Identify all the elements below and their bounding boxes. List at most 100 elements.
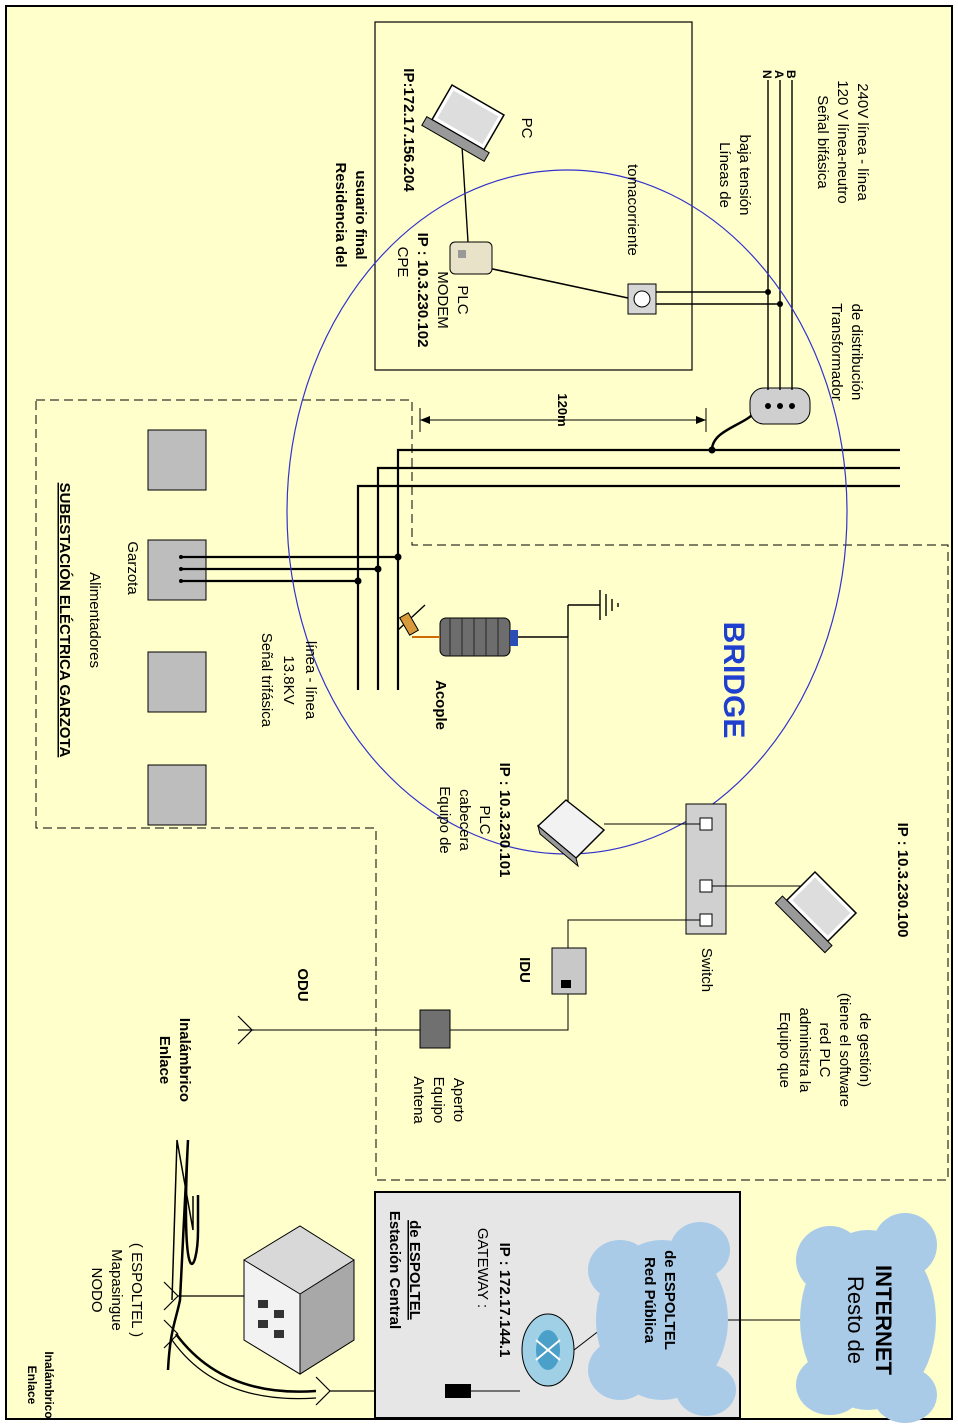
mv-signal-label-2: 13.8KV (280, 655, 297, 704)
junction-dot (765, 289, 771, 295)
modem-label-1: MODEM (434, 271, 451, 329)
junction-dot (354, 577, 362, 585)
lv-signal-label-2: 120 V línea-neutro (834, 80, 851, 203)
outlet-label: tomacorriente (624, 164, 641, 256)
switch-cables (567, 823, 810, 948)
arrow-head-icon (420, 416, 430, 424)
transformer-label-1: Transformador (828, 303, 845, 401)
junction-dot (374, 565, 382, 573)
head-end-label-2: cabecera (456, 789, 473, 851)
wireless-link-curve-shadow (171, 1339, 317, 1400)
admin-ip-label: IP : 10.3.230.100 (894, 823, 911, 938)
idu-label: IDU (516, 957, 533, 983)
wireless-left-label-2: Inalámbrico (42, 1351, 56, 1418)
odu-device-icon (419, 1009, 451, 1049)
residence-box (374, 21, 693, 371)
admin-label-4: (tiene el software (836, 993, 853, 1107)
residence-title-1: Residencia del (332, 162, 349, 267)
router-cable (573, 1329, 601, 1351)
transformer-icon (710, 387, 811, 451)
low-voltage-lines (650, 80, 793, 390)
wireless-link-zigzag (166, 1139, 200, 1371)
switch-icon (685, 803, 727, 935)
cpe-ip-label: IP : 10.3.230.102 (414, 233, 431, 348)
modem-label-2: PLC (454, 285, 471, 314)
public-network-cloud-icon (588, 1222, 736, 1416)
building-icon (243, 1225, 355, 1375)
idu-cable (450, 994, 569, 1031)
junction-dot (777, 301, 783, 307)
admin-label-5: de gestión) (856, 1013, 873, 1087)
wireless-right-label-1: Enlace (156, 1036, 173, 1084)
wireless-left-label-1: Enlace (25, 1366, 39, 1405)
admin-label-3: red PLC (816, 1022, 833, 1077)
arrow-head-icon (696, 416, 706, 424)
node-label-1: NODO (88, 1268, 105, 1313)
antenna-label-1: Antena (410, 1076, 427, 1124)
node-label-3: ( ESPOLTEL ) (128, 1243, 145, 1337)
lv-signal-label-1: Señal bifásica (814, 95, 831, 189)
public-net-label-2: de ESPOLTEL (661, 1250, 678, 1350)
coupling-icon (397, 604, 518, 657)
node-antenna-icon (163, 1281, 244, 1349)
gateway-port-icon (445, 1384, 471, 1398)
head-end-label-3: PLC (476, 805, 493, 834)
feeder-name-label: Garzota (124, 541, 141, 595)
feeder-box-4 (147, 764, 207, 826)
admin-laptop-icon (774, 870, 858, 954)
central-label-2: de ESPOLTEL (406, 1220, 423, 1320)
internet-label-1: Resto de (843, 1276, 868, 1364)
pc-laptop-icon (421, 83, 505, 162)
phase-a-label: A (772, 70, 786, 79)
odu-label: ODU (294, 968, 311, 1001)
wireless-link-zigzag-shadow (171, 1139, 194, 1301)
pc-label: PC (518, 118, 535, 139)
admin-label-1: Equipo que (776, 1012, 793, 1088)
residence-title-2: usuario final (352, 170, 369, 259)
router-icon (521, 1313, 575, 1387)
public-net-label-1: Red Pública (641, 1257, 658, 1344)
lv-signal-label-3: 240V línea - línea (854, 83, 871, 201)
cpe-label: CPE (394, 247, 411, 278)
head-end-label-1: Equipo de (436, 786, 453, 854)
mv-signal-label-3: línea - línea (302, 641, 319, 720)
modem-plc-icon (449, 241, 493, 275)
admin-label-2: administra la (796, 1007, 813, 1093)
bridge-label: BRIDGE (717, 622, 750, 739)
switch-label: Switch (698, 948, 715, 992)
feeders-label: Alimentadores (86, 572, 103, 668)
wireless-link-curve (174, 1333, 317, 1393)
outlet-cable (487, 267, 629, 299)
outlet-icon (627, 283, 657, 315)
idu-device-icon (551, 947, 587, 995)
low-voltage-label-2: baja tensión (736, 135, 753, 216)
antenna-label-2: Equipo (430, 1077, 447, 1124)
wireless-right-label-2: Inalámbrico (176, 1018, 193, 1102)
substation-title: SUBESTACIÓN ELÉCTRICA GARZOTA (56, 483, 74, 758)
internet-label-2: INTERNET (871, 1265, 896, 1376)
feeder-box-3 (147, 651, 207, 713)
coupling-label: Acople (432, 680, 449, 730)
pc-ip-label: IP:172.17.156.204 (400, 68, 417, 192)
phase-b-label: B (784, 70, 798, 79)
antenna-label-3: Aperto (450, 1078, 467, 1122)
distance-label: 120m (555, 393, 570, 426)
ground-icon (518, 590, 619, 638)
node-label-2: Mapasingue (108, 1249, 125, 1331)
head-end-ip-label: IP : 10.3.230.101 (496, 763, 513, 878)
mv-signal-label-1: Señal trifásica (258, 633, 275, 728)
transformer-label-2: de distribución (848, 304, 865, 401)
phase-n-label: N (760, 70, 774, 79)
gateway-label-2: IP : 172.17.144.1 (496, 1243, 513, 1358)
junction-dot (394, 553, 402, 561)
internet-cloud-icon (796, 1213, 937, 1423)
gateway-label-1: GATEWAY : (474, 1228, 491, 1308)
antenna-icon (237, 1015, 254, 1045)
substation-region (35, 399, 949, 1181)
feeder-box-1 (147, 429, 207, 491)
head-end-plc-icon (536, 799, 606, 868)
central-label-1: Estación Central (386, 1211, 403, 1329)
low-voltage-label-1: Líneas de (716, 142, 733, 208)
